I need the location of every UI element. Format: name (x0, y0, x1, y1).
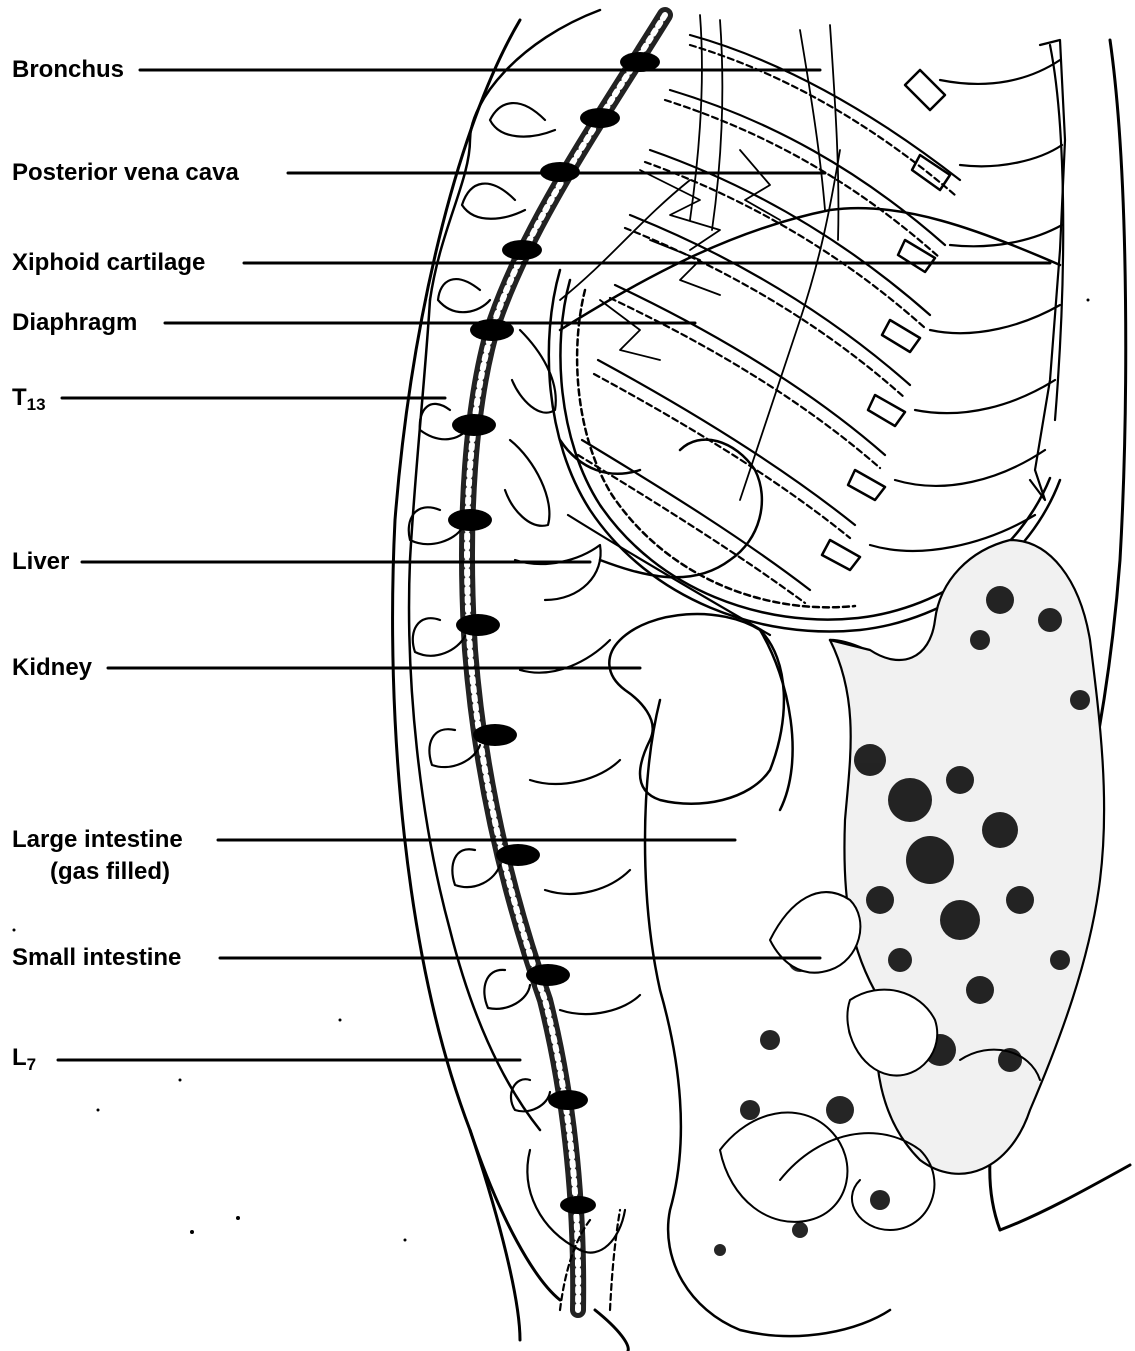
label-bronchus: Bronchus (12, 56, 124, 84)
label-l7: L7 (12, 1044, 36, 1079)
label-liver: Liver (12, 548, 69, 576)
label-large-intestine: Large intestine (12, 826, 183, 854)
vertebral-column (448, 15, 665, 1310)
label-kidney: Kidney (12, 654, 92, 682)
label-large-intestine-note: (gas filled) (50, 858, 170, 886)
ribs (568, 35, 1065, 635)
label-posterior-vena-cava: Posterior vena cava (12, 159, 239, 187)
kidney (609, 614, 792, 810)
label-l7-letter: L (12, 1044, 27, 1071)
label-t13-number: 13 (27, 395, 46, 414)
label-diaphragm: Diaphragm (12, 309, 137, 337)
label-xiphoid-cartilage: Xiphoid cartilage (12, 249, 205, 277)
label-small-intestine: Small intestine (12, 944, 181, 972)
label-t13-letter: T (12, 384, 27, 411)
label-l7-number: 7 (27, 1055, 36, 1074)
label-t13: T13 (12, 384, 46, 419)
